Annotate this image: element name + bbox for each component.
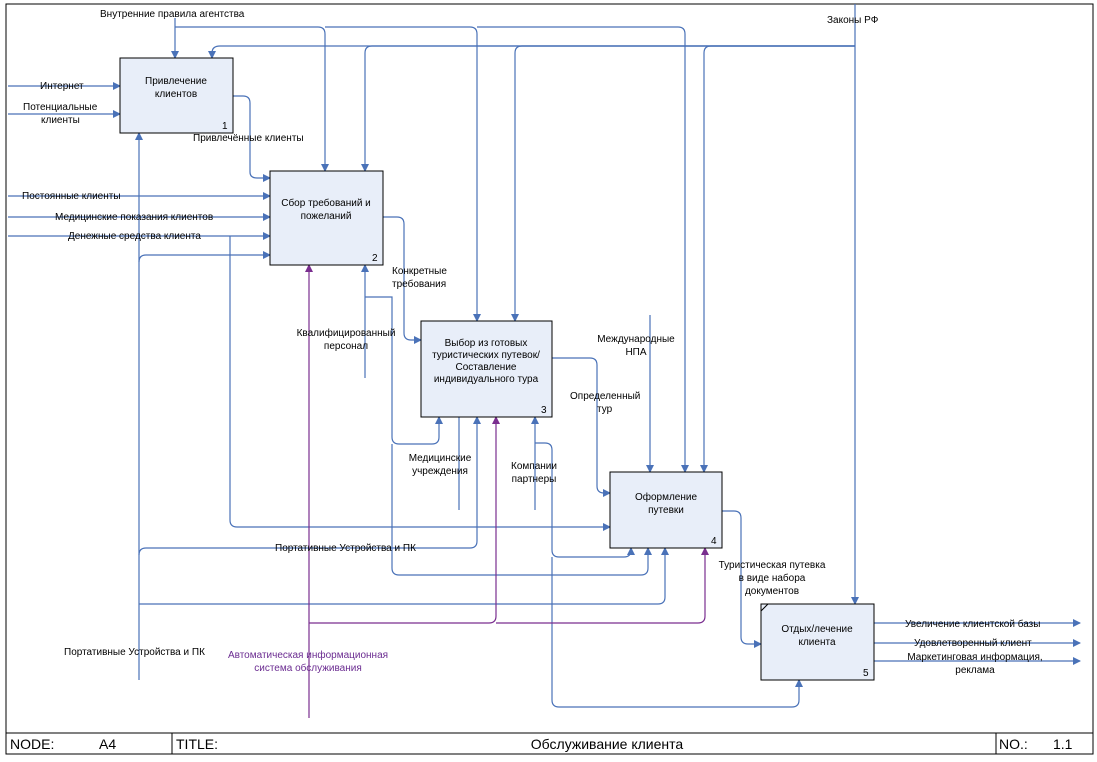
footer-no-label: NO.: [999,736,1028,752]
label-out-satisfied: Удовлетворенный клиент [914,638,1032,649]
label-intl-npa-1: Международные [597,334,675,345]
label-qualified-staff-1: Квалифицированный [297,327,396,339]
label-potential-clients-1: Потенциальные [23,102,98,113]
label-internal-rules: Внутренние правила агентства [100,9,245,20]
label-laws: Законы РФ [827,15,879,26]
label-tour-docs-3: документов [745,586,799,597]
label-tour-docs-2: в виде набора [739,572,806,584]
box-4-line-2: путевки [648,505,684,516]
label-partners-2: партнеры [512,474,557,485]
arrow-laws-to-box4 [700,45,855,473]
arrow-laws-to-box2 [361,45,855,172]
label-ais-2: система обслуживания [254,662,362,674]
arrow-labels: Внутренние правила агентства Законы РФ И… [22,9,1043,676]
label-defined-tour-2: тур [597,404,613,415]
label-ais-1: Автоматическая информационная [228,649,388,661]
label-regular-clients: Постоянные клиенты [22,191,121,202]
box-3-line-4: индивидуального тура [434,374,539,385]
label-specific-req-1: Конкретные [392,266,447,277]
label-tour-docs-1: Туристическая путевка [719,560,826,571]
label-potential-clients-2: клиенты [41,115,80,126]
arrow-laws-to-box1 [208,45,855,59]
arrow-ais-to-box3 [309,416,500,624]
box-3-line-1: Выбор из готовых [445,337,528,349]
box-2-line-2: пожеланий [301,211,352,222]
box-2: Сбор требований и пожеланий 2 [269,170,384,266]
arrow-portable-to-box4 [139,547,669,605]
label-out-client-base: Увеличение клиентской базы [905,618,1040,630]
arrow-attracted-clients [233,95,271,182]
label-medical-inst-1: Медицинские [409,453,472,464]
arrow-laws-to-box3 [511,45,855,322]
label-portable-devices-2: Портативные Устройства и ПК [64,647,205,658]
box-3-number: 3 [541,405,547,416]
label-internet: Интернет [40,81,84,92]
arrow-specific-requirements [383,216,422,344]
box-5-line-2: клиента [798,637,835,648]
box-2-line-1: Сбор требований и [281,197,371,209]
arrow-partners-to-box5 [551,557,803,708]
box-4: Оформление путевки 4 [609,471,723,549]
box-4-line-1: Оформление [635,491,698,503]
arrow-portable-to-box2 [138,251,271,263]
arrow-staff-to-box3 [365,296,443,445]
arrow-ais-to-box4 [496,547,709,624]
arrows [8,4,1081,718]
footer-node-value: A4 [99,736,116,752]
label-out-marketing-2: реклама [955,665,995,676]
arrow-internal-rules-to-box4 [477,26,689,473]
label-qualified-staff-2: персонал [324,341,368,352]
label-client-money: Денежные средства клиента [68,231,201,242]
box-3-line-2: туристических путевок/ [432,350,540,361]
label-intl-npa-2: НПА [625,347,646,358]
footer-title-value: Обслуживание клиента [531,736,684,752]
arrow-tour-documents [722,510,762,648]
box-5-number: 5 [863,668,869,679]
label-medical-indications: Медицинские показания клиентов [55,212,213,223]
label-defined-tour-1: Определенный [570,391,640,402]
box-1-line-2: клиентов [155,89,197,100]
box-3-line-3: Составление [456,362,517,373]
box-5-line-1: Отдых/лечение [781,624,853,635]
label-attracted-clients: Привлечённые клиенты [193,133,304,144]
box-1: Привлечение клиентов 1 [119,57,234,134]
arrow-defined-tour [552,357,611,497]
label-specific-req-2: требования [392,278,446,290]
footer-no-value: 1.1 [1053,736,1073,752]
footer-bar: NODE: A4 TITLE: Обслуживание клиента NO.… [5,732,1094,755]
label-medical-inst-2: учреждения [412,466,468,477]
label-partners-1: Компании [511,461,557,472]
box-4-number: 4 [711,536,717,547]
arrow-internal-rules-to-box3 [325,26,481,322]
box-3: Выбор из готовых туристических путевок/ … [420,320,553,418]
footer-title-label: TITLE: [176,736,218,752]
arrow-staff-to-box4 [391,444,652,576]
label-portable-devices-1: Портативные Устройства и ПК [275,543,416,554]
arrow-portable-to-box3 [138,416,481,556]
footer-node-label: NODE: [10,736,54,752]
arrow-internal-rules-to-box2 [175,26,329,172]
box-5: Отдых/лечение клиента 5 [760,603,875,681]
arrow-client-money-to-box4 [229,236,611,531]
label-out-marketing-1: Маркетинговая информация, [907,651,1042,663]
box-1-number: 1 [222,121,228,132]
box-2-number: 2 [372,253,378,264]
arrow-partners-to-box4 [535,442,635,558]
box-1-line-1: Привлечение [145,76,207,87]
